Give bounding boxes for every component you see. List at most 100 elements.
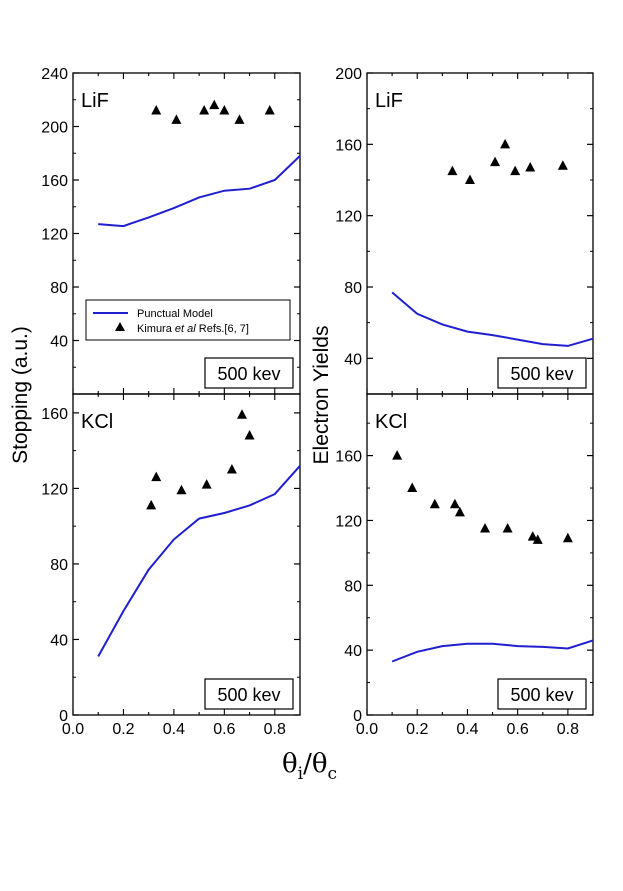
tl-exp-point-0 — [151, 104, 162, 115]
y-axis-label-right: Electron Yields — [310, 326, 333, 465]
x-label-sub-c: c — [328, 764, 338, 784]
bl-ytick-label-4: 160 — [41, 406, 68, 423]
bl-energy-box — [204, 678, 294, 710]
br-ytick-label-4: 160 — [335, 449, 362, 466]
bl-exp-point-6 — [244, 430, 255, 440]
legend-exp-prefix: Kimura — [137, 323, 175, 335]
x-label-slash: / — [303, 749, 312, 779]
tr-exp-point-3 — [500, 138, 511, 149]
legend-exp-marker — [115, 322, 125, 331]
br-frame — [366, 393, 594, 716]
br-exp-point-4 — [454, 506, 465, 517]
br-model-line — [391, 639, 594, 663]
br-exp-point-0 — [392, 450, 403, 460]
legend: Punctual Model Kimura et al Refs.[6, 7] — [85, 299, 291, 341]
br-exp-point-8 — [532, 534, 543, 544]
bl-xtick-label-2: 0.4 — [163, 721, 185, 738]
bl-ytick-label-0: 0 — [59, 708, 68, 725]
bl-material-label: KCl — [81, 411, 113, 433]
br-ytick-label-1: 40 — [344, 643, 362, 660]
tl-energy-box — [204, 357, 294, 389]
x-label-theta-i: θ — [282, 749, 298, 779]
legend-frame — [85, 299, 291, 341]
br-ytick-label-0: 0 — [353, 708, 362, 725]
tr-exp-point-4 — [510, 165, 521, 176]
bl-energy-label: 500 kev — [217, 685, 280, 705]
tl-exp-point-1 — [171, 114, 182, 124]
tl-exp-point-4 — [219, 104, 230, 115]
bl-exp-point-5 — [236, 409, 247, 419]
br-exp-point-2 — [429, 498, 440, 509]
panel-bottom-right: 0 40 80 120 160 0.0 0.2 0.4 0.6 0.8 KCl 500 kev — [335, 393, 594, 738]
bl-ytick-label-1: 40 — [50, 632, 68, 649]
tr-energy-label: 500 kev — [510, 364, 573, 384]
br-xtick-label-3: 0.6 — [507, 721, 529, 738]
br-exp-point-6 — [502, 523, 513, 533]
legend-exp-italic: et al — [175, 323, 196, 335]
br-exp-point-1 — [407, 482, 418, 493]
br-xtick-label-4: 0.8 — [557, 721, 579, 738]
tl-energy-label: 500 kev — [217, 364, 280, 384]
tr-exp-point-2 — [490, 156, 501, 167]
br-exp-point-5 — [480, 523, 491, 533]
br-energy-box — [497, 678, 587, 710]
tl-frame — [72, 72, 301, 395]
bl-exp-point-1 — [151, 471, 162, 482]
br-ytick-label-3: 120 — [335, 513, 362, 530]
bl-model-line — [97, 465, 301, 657]
br-ytick-label-2: 80 — [344, 578, 362, 595]
legend-exp-label: Kimura et al Refs.[6, 7] — [137, 323, 249, 335]
tr-energy-box — [497, 357, 587, 389]
tl-exp-point-2 — [199, 104, 210, 115]
br-xtick-label-2: 0.4 — [456, 721, 478, 738]
tr-material-label: LiF — [375, 90, 403, 112]
tr-ytick-label-4: 200 — [335, 66, 362, 83]
bl-frame — [72, 393, 301, 716]
tl-ytick-label-0: 40 — [50, 334, 68, 351]
br-energy-label: 500 kev — [510, 685, 573, 705]
tr-ytick-label-2: 120 — [335, 209, 362, 226]
tl-ytick-label-3: 160 — [41, 173, 68, 190]
br-exp-point-7 — [527, 531, 538, 541]
tl-ytick-label-4: 200 — [41, 120, 68, 137]
bl-xtick-label-3: 0.6 — [213, 721, 235, 738]
x-label-sub-i: i — [298, 764, 304, 784]
tl-ytick-label-1: 80 — [50, 280, 68, 297]
bl-xtick-label-4: 0.8 — [264, 721, 286, 738]
br-exp-point-3 — [449, 498, 460, 509]
legend-exp-suffix: Refs.[6, 7] — [196, 323, 249, 335]
bl-ytick-label-2: 80 — [50, 557, 68, 574]
tr-exp-point-6 — [557, 160, 568, 170]
tr-ytick-label-0: 40 — [344, 351, 362, 368]
tl-exp-point-6 — [264, 104, 275, 115]
tl-exp-point-3 — [209, 99, 220, 110]
br-xtick-label-1: 0.2 — [406, 721, 428, 738]
bl-exp-point-4 — [226, 464, 237, 474]
bl-xtick-label-1: 0.2 — [112, 721, 134, 738]
tr-ytick-label-3: 160 — [335, 137, 362, 154]
tl-exp-point-5 — [234, 114, 245, 124]
tl-ytick-label-5: 240 — [41, 66, 68, 83]
tr-model-line — [391, 291, 594, 347]
tl-ytick-label-2: 120 — [41, 227, 68, 244]
br-material-label: KCl — [375, 411, 407, 433]
tl-material-label: LiF — [81, 90, 109, 112]
tl-model-line — [98, 155, 301, 228]
bl-exp-point-3 — [201, 479, 212, 489]
br-exp-point-9 — [562, 532, 573, 543]
tr-exp-point-5 — [525, 162, 536, 172]
bl-exp-point-0 — [146, 499, 157, 510]
bl-exp-point-2 — [176, 484, 187, 495]
x-label-theta-c: θ — [312, 749, 328, 779]
x-axis-label: θi/θc — [282, 749, 337, 784]
tr-exp-point-1 — [464, 174, 475, 184]
br-xtick-label-0: 0.0 — [356, 721, 378, 738]
tr-exp-point-0 — [447, 165, 458, 176]
legend-model-label: Punctual Model — [137, 308, 213, 320]
y-axis-label-left: Stopping (a.u.) — [9, 326, 32, 464]
